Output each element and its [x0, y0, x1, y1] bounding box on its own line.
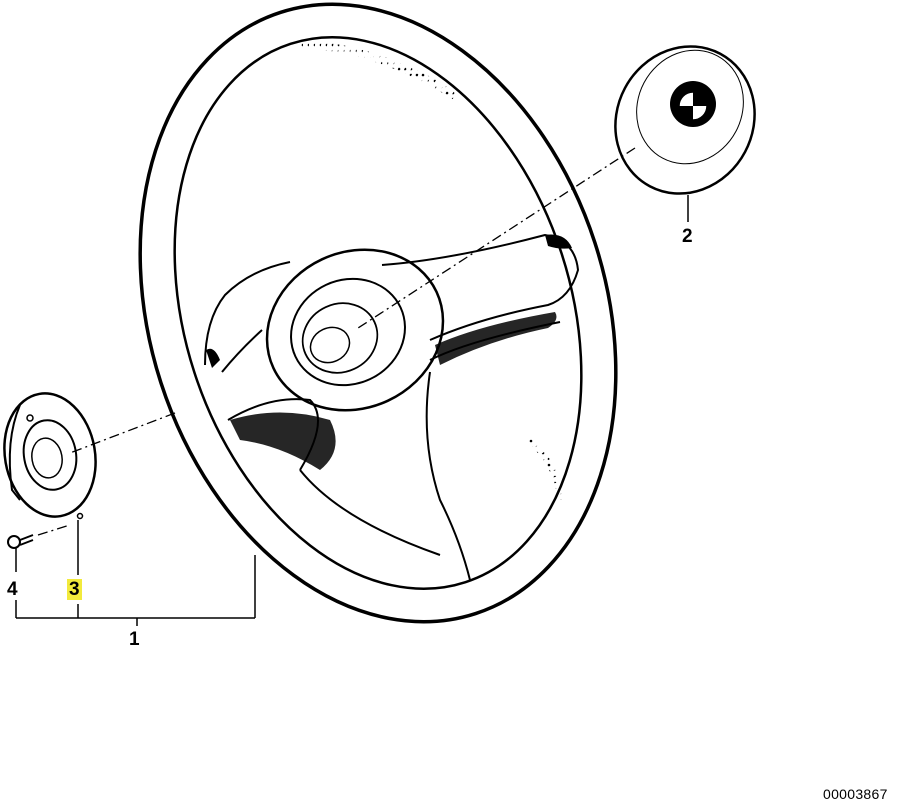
leader-lines	[15, 195, 689, 626]
horn-pad	[614, 45, 756, 195]
label-part-4: 4	[7, 579, 18, 600]
screw	[7, 534, 34, 549]
bmw-emblem-icon	[670, 81, 716, 127]
label-part-3-text: 3	[67, 579, 82, 600]
steering-wheel-rim	[138, 2, 618, 624]
assembly-axis-lines	[37, 147, 636, 536]
steering-wheel-spokes	[204, 233, 580, 581]
cover-ring	[3, 392, 97, 520]
diagram-id: 00003867	[823, 786, 888, 802]
label-part-1: 1	[129, 629, 140, 650]
spoke-shading	[206, 234, 572, 470]
label-part-3: 3	[67, 579, 82, 600]
label-part-2: 2	[682, 226, 693, 247]
